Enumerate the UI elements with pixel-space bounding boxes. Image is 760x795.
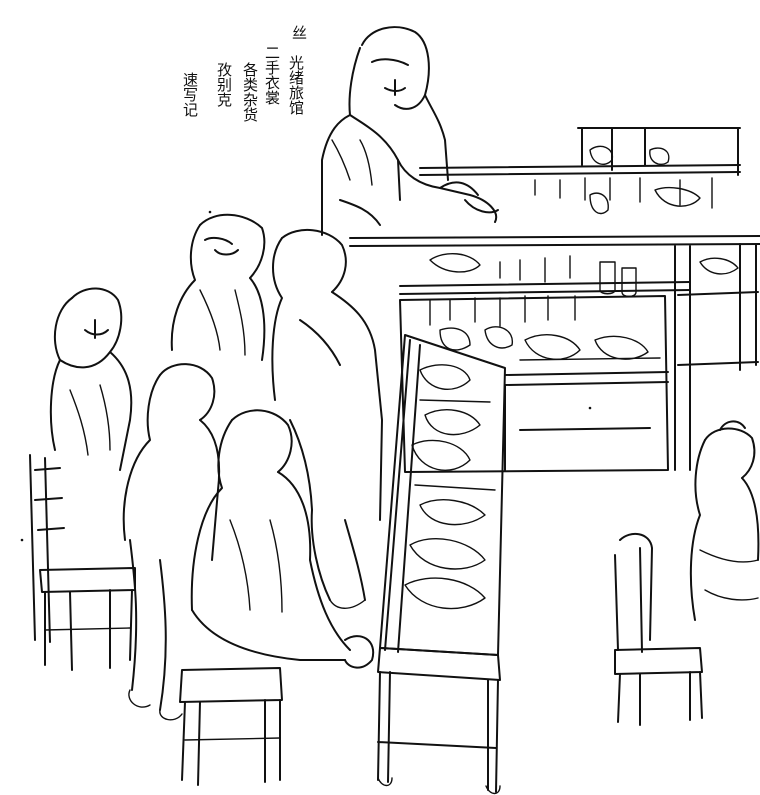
inscription-column-4: 各类杂货 xyxy=(241,62,259,122)
main-counter xyxy=(399,295,669,473)
inscription-column-5: 孜别克 xyxy=(215,62,233,108)
ink-dot xyxy=(20,538,24,542)
seated-customer-left xyxy=(49,287,133,471)
chair-left xyxy=(29,454,136,671)
back-shelves xyxy=(349,127,760,471)
chair-right xyxy=(614,532,703,726)
standing-vendor xyxy=(321,26,499,236)
front-counter xyxy=(377,334,506,795)
standing-customer xyxy=(271,228,383,609)
ink-dot xyxy=(208,210,212,214)
child-customer xyxy=(122,363,221,721)
inscription-column-6: 速写记 xyxy=(181,72,199,117)
ink-dot xyxy=(588,406,592,410)
stool-foreground xyxy=(179,667,283,786)
inscription-column-1: 丝 xyxy=(292,24,307,42)
seated-figure-right xyxy=(689,420,760,621)
seated-customer-foreground xyxy=(190,409,375,669)
inscription-column-3: 二手衣裳 xyxy=(263,45,281,105)
handwritten-inscription: 丝 光绪旅馆 二手衣裳 各类杂货 孜别克 速写记 xyxy=(181,24,307,122)
inscription-column-2: 光绪旅馆 xyxy=(287,55,305,115)
seated-customer-center xyxy=(170,213,266,361)
